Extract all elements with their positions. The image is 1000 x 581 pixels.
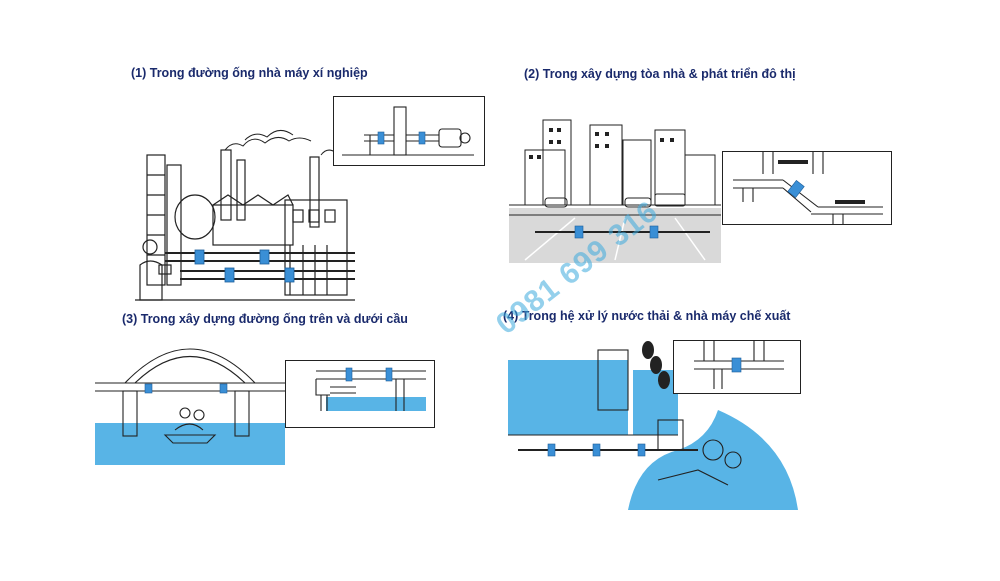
- wastewater-illustration: [508, 340, 808, 520]
- factory-illustration: [125, 95, 485, 310]
- building-illustration: [505, 110, 725, 265]
- bridge-illustration: [95, 335, 285, 465]
- caption-wastewater: (4) Trong hệ xử lý nước thải & nhà máy c…: [503, 309, 791, 323]
- wastewater-detail-inset: [673, 340, 801, 394]
- caption-factory: (1) Trong đường ống nhà máy xí nghiệp: [131, 66, 368, 80]
- caption-bridge: (3) Trong xây dựng đường ống trên và dướ…: [122, 312, 408, 326]
- factory-detail-inset: [333, 96, 485, 166]
- bridge-detail-inset: [285, 360, 435, 428]
- building-detail-inset: [722, 151, 892, 225]
- caption-building: (2) Trong xây dựng tòa nhà & phát triển …: [524, 67, 796, 81]
